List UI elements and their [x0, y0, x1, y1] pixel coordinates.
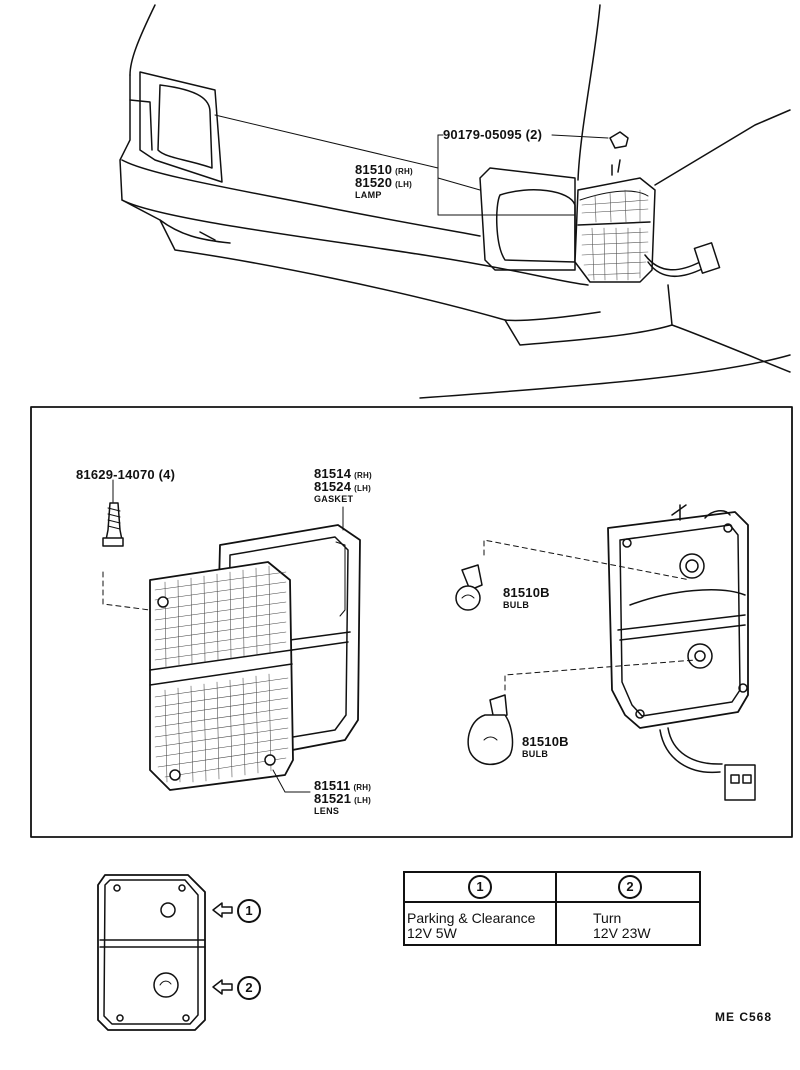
lens-leader — [272, 769, 311, 793]
exploded-view-frame — [30, 406, 793, 838]
gasket-lh-label: 81524(LH) — [314, 480, 371, 493]
screw-part-label: 81629-14070 (4) — [76, 468, 175, 481]
top-leader-lines — [214, 114, 609, 216]
lens-lh-label: 81521(LH) — [314, 792, 371, 805]
lamp-lh-label: 81520(LH) — [355, 176, 412, 189]
lamp-assembly-installed — [574, 159, 721, 283]
lens-name: LENS — [314, 806, 340, 816]
bulb-small — [455, 564, 483, 611]
table-cell-col2-line1: Turn — [593, 910, 622, 926]
nut-part-label: 90179-05095 (2) — [443, 128, 542, 141]
bulb2-dashed-guide — [504, 659, 696, 691]
lh-suffix: (LH) — [395, 180, 412, 189]
lens — [149, 561, 294, 791]
gasket-rh-label: 81514(RH) — [314, 467, 372, 480]
vehicle-rear-illustration — [119, 4, 791, 399]
section-marker-2: 2 — [237, 976, 261, 1000]
lens-upper-grid — [154, 565, 287, 669]
lens-lower-grid — [154, 673, 289, 783]
table-header-2: 2 — [618, 875, 642, 899]
lamp-part-number-rh: 81510 — [355, 162, 393, 177]
gasket-name: GASKET — [314, 494, 354, 504]
bulb1-part-number: 81510B — [503, 585, 550, 600]
bulb2-part-number: 81510B — [522, 734, 569, 749]
bulb-spec-table: 1 2 Parking & Clearance 12V 5W Turn 12V … — [403, 871, 701, 946]
table-header-1: 1 — [468, 875, 492, 899]
lamp-part-number-lh: 81520 — [355, 175, 393, 190]
lamp-housing — [607, 504, 756, 801]
rh-suffix: (RH) — [354, 471, 372, 480]
rh-suffix: (RH) — [353, 783, 372, 792]
lh-suffix: (LH) — [354, 484, 371, 493]
screw-quantity: (4) — [158, 467, 176, 482]
lens-part-number-rh: 81511 — [314, 778, 351, 793]
nut-part-number: 90179-05095 — [443, 127, 522, 142]
lamp-name: LAMP — [355, 190, 382, 200]
table-row-divider — [405, 901, 699, 903]
lamp-upper-lens-hatch — [581, 189, 649, 223]
bulb1-dashed-guide — [483, 539, 691, 581]
nut — [609, 131, 629, 149]
arrow-to-section-2 — [212, 979, 233, 995]
lamp-front-view — [97, 874, 206, 1031]
lens-rh-label: 81511(RH) — [314, 779, 371, 792]
section-marker-1: 1 — [237, 899, 261, 923]
lens-part-number-lh: 81521 — [314, 791, 352, 806]
gasket-part-number-rh: 81514 — [314, 466, 352, 481]
table-cell-col1-line1: Parking & Clearance — [407, 910, 536, 926]
rh-suffix: (RH) — [395, 167, 413, 176]
nut-quantity: (2) — [525, 127, 543, 142]
table-column-divider — [555, 873, 557, 944]
gasket-part-number-lh: 81524 — [314, 479, 352, 494]
screw-part-number: 81629-14070 — [76, 467, 155, 482]
table-cell-col1-line2: 12V 5W — [407, 925, 457, 941]
table-cell-col2-line2: 12V 23W — [593, 925, 651, 941]
arrow-to-section-1 — [212, 902, 233, 918]
bulb2-name: BULB — [522, 749, 549, 759]
bulb1-name: BULB — [503, 600, 530, 610]
screw — [102, 502, 124, 547]
lamp-lower-lens-hatch — [581, 227, 649, 281]
diagram-code: ME C568 — [715, 1010, 773, 1024]
lh-suffix: (LH) — [354, 796, 371, 805]
lamp-rh-label: 81510(RH) — [355, 163, 413, 176]
bulb-large — [467, 694, 514, 766]
screw-dashed-guide — [102, 571, 151, 611]
